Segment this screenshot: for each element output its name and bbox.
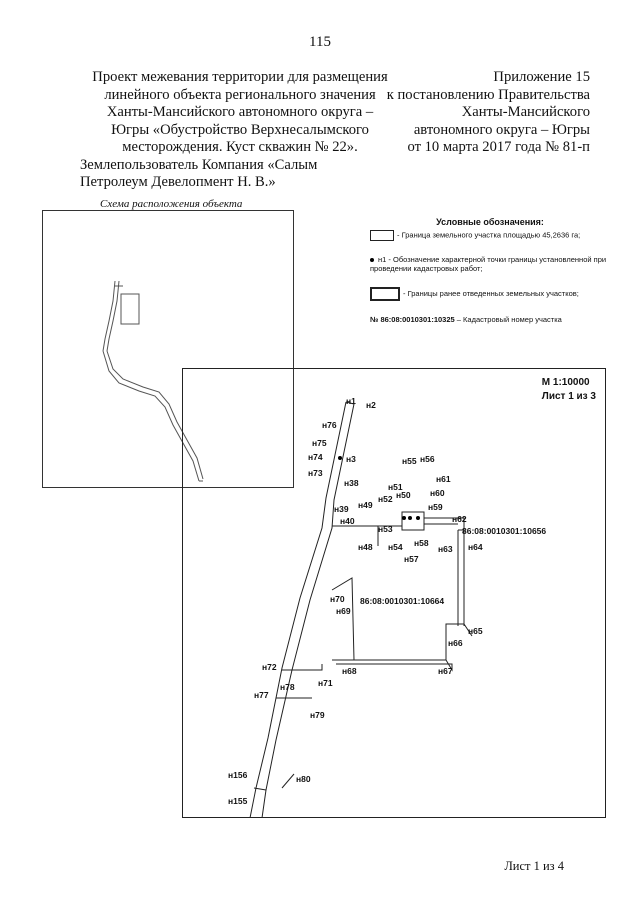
boundary-point-label: н66 — [448, 638, 463, 648]
boundary-point-label: н38 — [344, 478, 359, 488]
boundary-point-label: н74 — [308, 452, 323, 462]
boundary-point-label: н70 — [330, 594, 345, 604]
boundary-point-label: н76 — [322, 420, 337, 430]
land-user-line: Землепользователь Компания «Салым — [80, 156, 318, 173]
boundary-point-label: н78 — [280, 682, 295, 692]
legend-item-cadastral-number: № 86:08:0010301:10325 – Кадастровый номе… — [370, 315, 610, 324]
appendix-line: от 10 марта 2017 года № 81-п — [407, 139, 591, 155]
boundary-point-label: н60 — [430, 488, 445, 498]
boundary-point-label: н53 — [378, 524, 393, 534]
boundary-point-label: н56 — [420, 454, 435, 464]
legend-cadastral-example: № 86:08:0010301:10325 — [370, 315, 455, 324]
cadastral-number-label: 86:08:0010301:10656 — [462, 526, 546, 536]
boundary-point-label: н51 — [388, 482, 403, 492]
appendix-line: Приложение 15 — [493, 69, 590, 85]
legend-item-text: – Кадастровый номер участка — [456, 315, 562, 324]
cadastral-number-label: 86:08:0010301:10664 — [360, 596, 444, 606]
map-scale: М 1:10000 — [541, 377, 590, 388]
boundary-point-label: н67 — [438, 666, 453, 676]
cadastral-map: н1 н2 н76 н75 н74 н3 н73 н38 н39 н40 н48… — [228, 396, 546, 818]
appendix-line: Ханты-Мансийского — [461, 104, 590, 120]
boundary-point-label: н77 — [254, 690, 269, 700]
title-line: Ханты-Мансийского автономного округа – — [106, 104, 374, 120]
boundary-point-label: н39 — [334, 504, 349, 514]
boundary-point-label: н40 — [340, 516, 355, 526]
map-legend: Условные обозначения: - Граница земельно… — [370, 218, 610, 338]
document-title: Проект межевания территории для размещен… — [80, 69, 400, 192]
legend-item-parcel-boundary: - Граница земельного участка площадью 45… — [370, 230, 610, 241]
boundary-point-label: н49 — [358, 500, 373, 510]
boundary-point-label: н3 — [346, 454, 356, 464]
boundary-point-label: н52 — [378, 494, 393, 504]
boundary-point-label: н50 — [396, 490, 411, 500]
cadastral-map-frame — [182, 368, 606, 818]
map-scale-block: М 1:10000 Лист 1 из 3 — [542, 376, 596, 404]
overview-map — [42, 210, 294, 488]
boundary-point-label: н65 — [468, 626, 483, 636]
boundary-point-label: н57 — [404, 554, 419, 564]
footer-sheet-number: Лист 1 из 4 — [504, 859, 564, 873]
boundary-point-dot-icon — [370, 258, 374, 263]
boundary-point-label: н75 — [312, 438, 327, 448]
appendix-line: автономного округа – Югры — [413, 121, 590, 138]
boundary-point-label: н2 — [366, 400, 376, 410]
land-user-line: Петролеум Девелопмент Н. В.» — [80, 174, 276, 190]
legend-item-text: - Границы ранее отведенных земельных уча… — [403, 288, 579, 298]
scheme-caption: Схема расположения объекта — [100, 198, 243, 210]
boundary-point-label: н73 — [308, 468, 323, 478]
legend-title: Условные обозначения: — [436, 217, 544, 227]
title-line: Югры «Обустройство Верхнесалымского — [111, 121, 369, 138]
appendix-header: Приложение 15 к постановлению Правительс… — [330, 69, 590, 157]
boundary-point-label: н62 — [452, 514, 467, 524]
boundary-point-label: н156 — [228, 770, 248, 780]
legend-item-previous-parcels: - Границы ранее отведенных земельных уча… — [370, 287, 610, 301]
page-number: 115 — [309, 34, 331, 50]
boundary-point-label: н71 — [318, 678, 333, 688]
boundary-point-label: н155 — [228, 796, 248, 806]
map-sheet-number: Лист 1 из 3 — [541, 391, 596, 402]
boundary-point-label: н79 — [310, 710, 325, 720]
title-line: линейного объекта регионального значения — [104, 86, 376, 103]
boundary-point-label: н63 — [438, 544, 453, 554]
boundary-point-label: н64 — [468, 542, 483, 552]
title-line: Проект межевания территории для размещен… — [92, 69, 388, 85]
boundary-point-label: н1 — [346, 396, 356, 406]
boundary-point-label: н59 — [428, 502, 443, 512]
boundary-point-label: н69 — [336, 606, 351, 616]
title-line: месторождения. Куст скважин № 22». — [122, 139, 358, 155]
boundary-point-label: н80 — [296, 774, 311, 784]
boundary-point-label: н48 — [358, 542, 373, 552]
boundary-point-label: н72 — [262, 662, 277, 672]
legend-item-boundary-point: н1 - Обозначение характерной точки грани… — [370, 255, 610, 273]
overview-map-drawing — [102, 280, 204, 482]
legend-item-text: - Граница земельного участка площадью 45… — [397, 230, 581, 240]
boundary-point-label: н68 — [342, 666, 357, 676]
boundary-point-label: н58 — [414, 538, 429, 548]
boundary-point-label: н55 — [402, 456, 417, 466]
parcel-boundary-swatch — [370, 230, 394, 241]
previous-parcels-swatch — [370, 287, 400, 301]
appendix-line: к постановлению Правительства — [386, 86, 590, 103]
legend-item-text: - Обозначение характерной точки границы … — [370, 255, 607, 273]
boundary-point-label: н54 — [388, 542, 403, 552]
legend-item-marker: н1 — [378, 255, 387, 264]
boundary-point-label: н61 — [436, 474, 451, 484]
